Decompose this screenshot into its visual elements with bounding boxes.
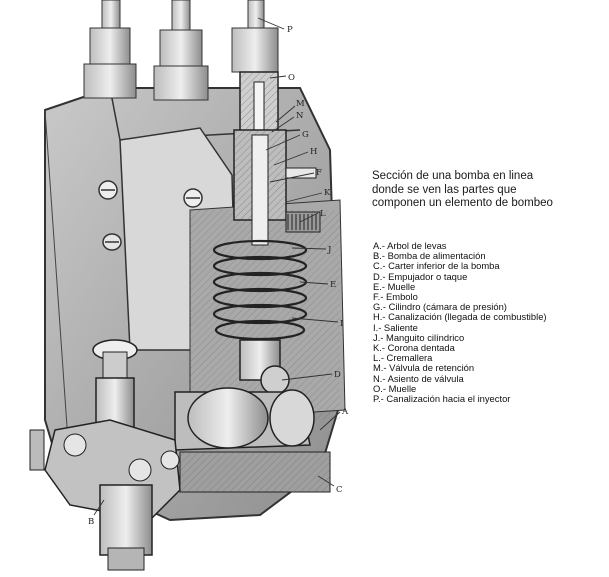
outlet-fittings	[83, 0, 279, 101]
callout-c: C	[336, 485, 343, 495]
legend-item: K.- Corona dentada	[373, 342, 455, 354]
callout-letters: P O M N G H F K L J E I D A C B	[88, 25, 349, 527]
callout-p: P	[287, 25, 293, 35]
callout-f: F	[316, 168, 322, 178]
legend-item: O.- Muelle	[373, 382, 417, 394]
tappet-and-camshaft	[174, 339, 331, 493]
body-screws	[98, 180, 203, 251]
callout-o: O	[288, 73, 295, 83]
callout-l: L	[320, 209, 326, 219]
legend-item: E.- Muelle	[373, 280, 416, 292]
callout-h: H	[310, 147, 317, 157]
legend-item: M.- Válvula de retención	[373, 362, 475, 374]
caption-line: Sección de una bomba en linea	[372, 170, 534, 182]
legend-item: H.- Canalización (llegada de combustible…	[373, 311, 547, 323]
legend-item: G.- Cilindro (cámara de presión)	[373, 301, 507, 313]
parts-legend: A.- Arbol de levas B.- Bomba de alimenta…	[373, 240, 607, 405]
caption-line: componen un elemento de bombeo	[372, 197, 553, 209]
callout-d: D	[334, 370, 341, 380]
legend-item: I.- Saliente	[373, 321, 418, 333]
callout-j: J	[327, 245, 332, 255]
legend-item: F.- Embolo	[373, 291, 418, 303]
callout-i: I	[340, 319, 343, 329]
feed-pump	[29, 339, 181, 571]
callout-e: E	[330, 280, 336, 290]
leader-lines	[93, 17, 341, 516]
callout-m: M	[296, 99, 305, 109]
diagram-caption: Sección de una bomba en linea donde se v…	[372, 170, 604, 211]
legend-item: B.- Bomba de alimentación	[373, 250, 486, 262]
caption-line: donde se ven las partes que	[372, 183, 517, 196]
legend-item: L.- Cremallera	[373, 352, 433, 364]
legend-item: P.- Canalización hacia el inyector	[373, 393, 511, 405]
callout-g: G	[302, 130, 309, 140]
legend-item: D.- Empujador o taque	[373, 270, 468, 282]
callout-n: N	[296, 111, 304, 121]
legend-item: N.- Asiento de válvula	[373, 372, 464, 384]
legend-item: J.- Manguito cilíndrico	[373, 331, 465, 343]
legend-item: A.- Arbol de levas	[373, 240, 447, 251]
callout-b: B	[88, 517, 94, 527]
legend-item: C.- Carter inferior de la bomba	[373, 260, 500, 272]
callout-k: K	[324, 188, 331, 198]
callout-a: A	[341, 407, 349, 417]
